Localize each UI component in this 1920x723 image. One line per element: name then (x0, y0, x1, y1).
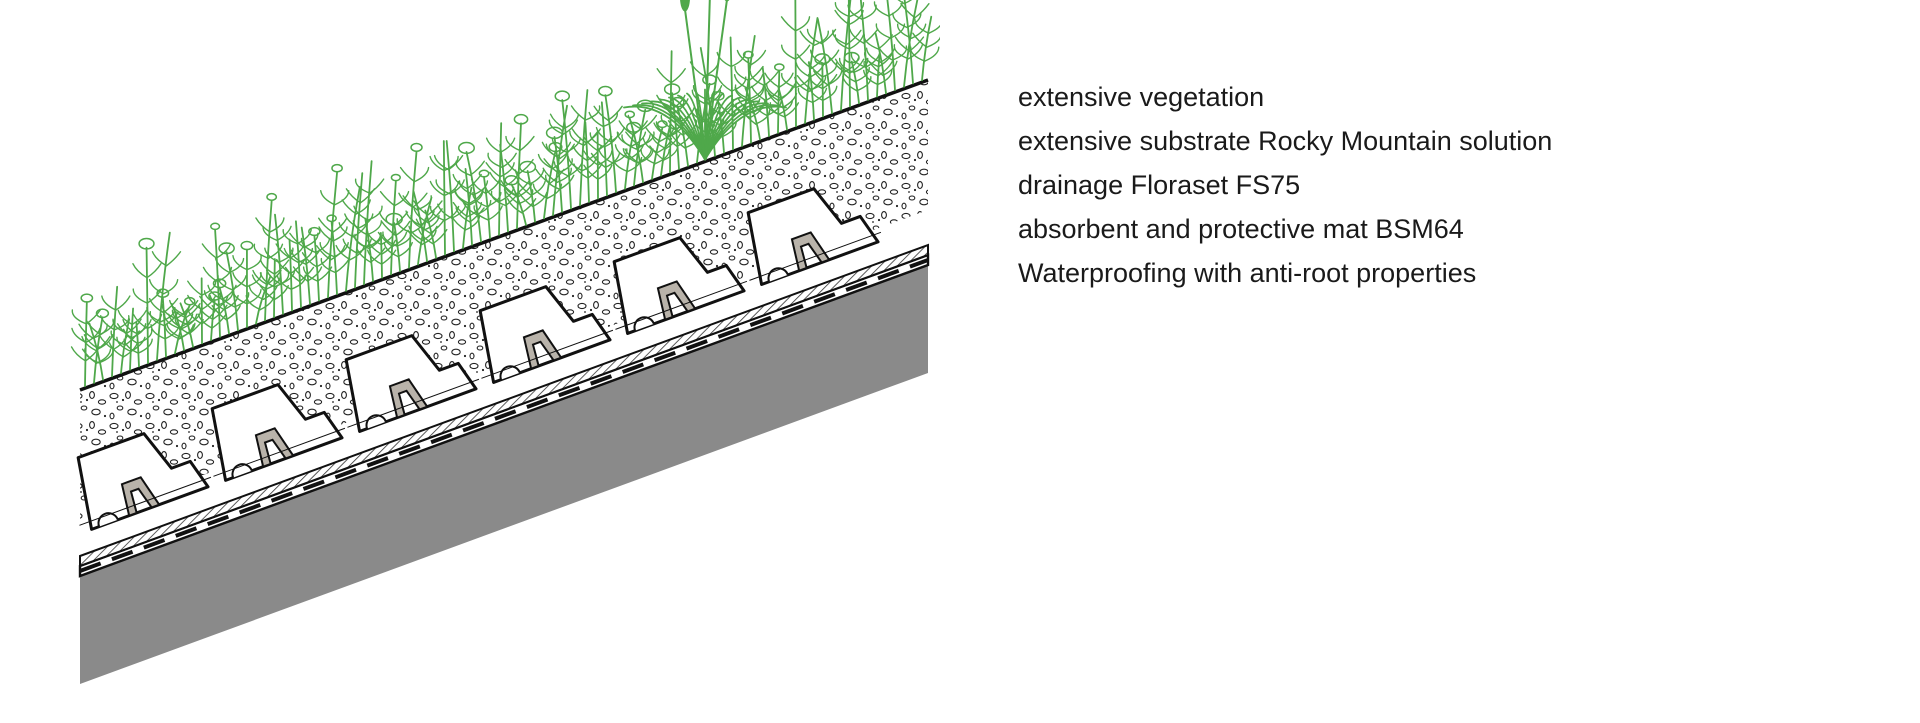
layer-legend: extensive vegetation extensive substrate… (1018, 75, 1552, 295)
legend-item-substrate: extensive substrate Rocky Mountain solut… (1018, 126, 1553, 156)
protective-mat (79, 243, 929, 568)
drainage-cup (344, 334, 480, 433)
waterproofing-membrane-dash (79, 258, 929, 573)
concrete-slab (80, 265, 928, 684)
legend-item-drainage: drainage Floraset FS75 (1018, 170, 1301, 200)
legend-item-protective-mat: absorbent and protective mat BSM64 (1018, 214, 1464, 244)
substrate-surface-line (79, 78, 929, 392)
drainage-cup (746, 187, 882, 286)
drainage-cup (478, 285, 614, 384)
plant-cluster-icon (70, 0, 940, 388)
drainage-cup (210, 383, 346, 482)
drainage-cup (76, 432, 212, 531)
green-roof-section-diagram (70, 0, 940, 684)
drainage-layer (76, 187, 882, 531)
legend-item-vegetation: extensive vegetation (1018, 82, 1265, 112)
legend-item-waterproofing: Waterproofing with anti-root properties (1018, 258, 1477, 288)
drainage-cup (612, 236, 748, 335)
